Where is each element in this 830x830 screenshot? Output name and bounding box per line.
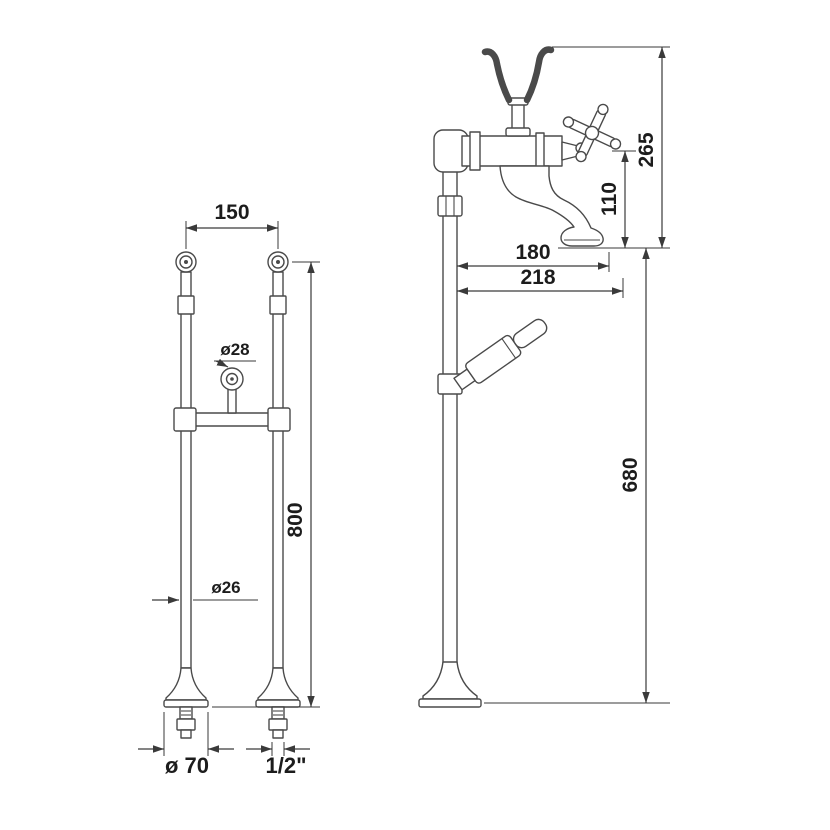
dim-label-half-inch: 1/2"	[265, 753, 306, 778]
left-union-nut	[177, 295, 195, 315]
dim-spout-reach-overall: 218	[457, 266, 623, 295]
cross-handle	[561, 103, 622, 163]
dim-pipe-diameter: ø26	[152, 578, 258, 604]
dim-body-to-outlet: 110	[598, 151, 629, 248]
dim-holder-diameter: ø28	[214, 340, 256, 368]
dim-label-150: 150	[214, 201, 249, 224]
body-ring	[535, 132, 545, 170]
dim-label-800: 800	[284, 502, 307, 537]
dim-label-o70: ø 70	[165, 753, 209, 778]
dim-label-o28: ø28	[220, 340, 249, 359]
body-flange	[469, 131, 481, 171]
right-top-union	[267, 251, 289, 273]
dim-connection-size: 1/2"	[246, 742, 310, 778]
dim-spout-reach: 180	[457, 241, 609, 270]
handset-cradle	[481, 46, 555, 137]
left-top-union	[175, 251, 197, 273]
holder-stem	[227, 388, 237, 414]
right-foot	[255, 667, 301, 739]
cross-bar-right-fitting	[267, 407, 291, 432]
left-foot	[163, 667, 209, 739]
dim-label-180: 180	[515, 241, 550, 264]
dim-floor-to-outlet: 680	[619, 248, 650, 703]
tap-side-view: 265 110 180 218 680	[418, 46, 670, 708]
riser-union-nut	[437, 195, 463, 217]
cross-bar-left-fitting	[173, 407, 197, 432]
dim-overall-height: 265	[635, 47, 666, 248]
cross-bar	[193, 412, 271, 427]
dim-label-680: 680	[619, 457, 642, 492]
right-standpipe	[272, 271, 284, 669]
standpipes-front-view: 150 ø28 800 ø26 ø 70	[138, 201, 320, 778]
handshower-holder	[453, 318, 548, 391]
left-standpipe	[180, 271, 192, 669]
dim-label-265: 265	[635, 132, 658, 167]
riser-foot	[418, 661, 482, 708]
handset-holder-knob	[220, 367, 244, 391]
dim-label-o26: ø26	[211, 578, 240, 597]
dim-label-110: 110	[598, 182, 621, 216]
dim-label-218: 218	[520, 266, 555, 289]
dim-base-diameter: ø 70	[138, 712, 234, 778]
spout	[499, 165, 604, 247]
right-union-nut	[269, 295, 287, 315]
riser-pipe	[442, 159, 458, 666]
dim-standpipe-length: 800	[212, 261, 320, 708]
dim-pipe-spacing: 150	[185, 201, 279, 249]
